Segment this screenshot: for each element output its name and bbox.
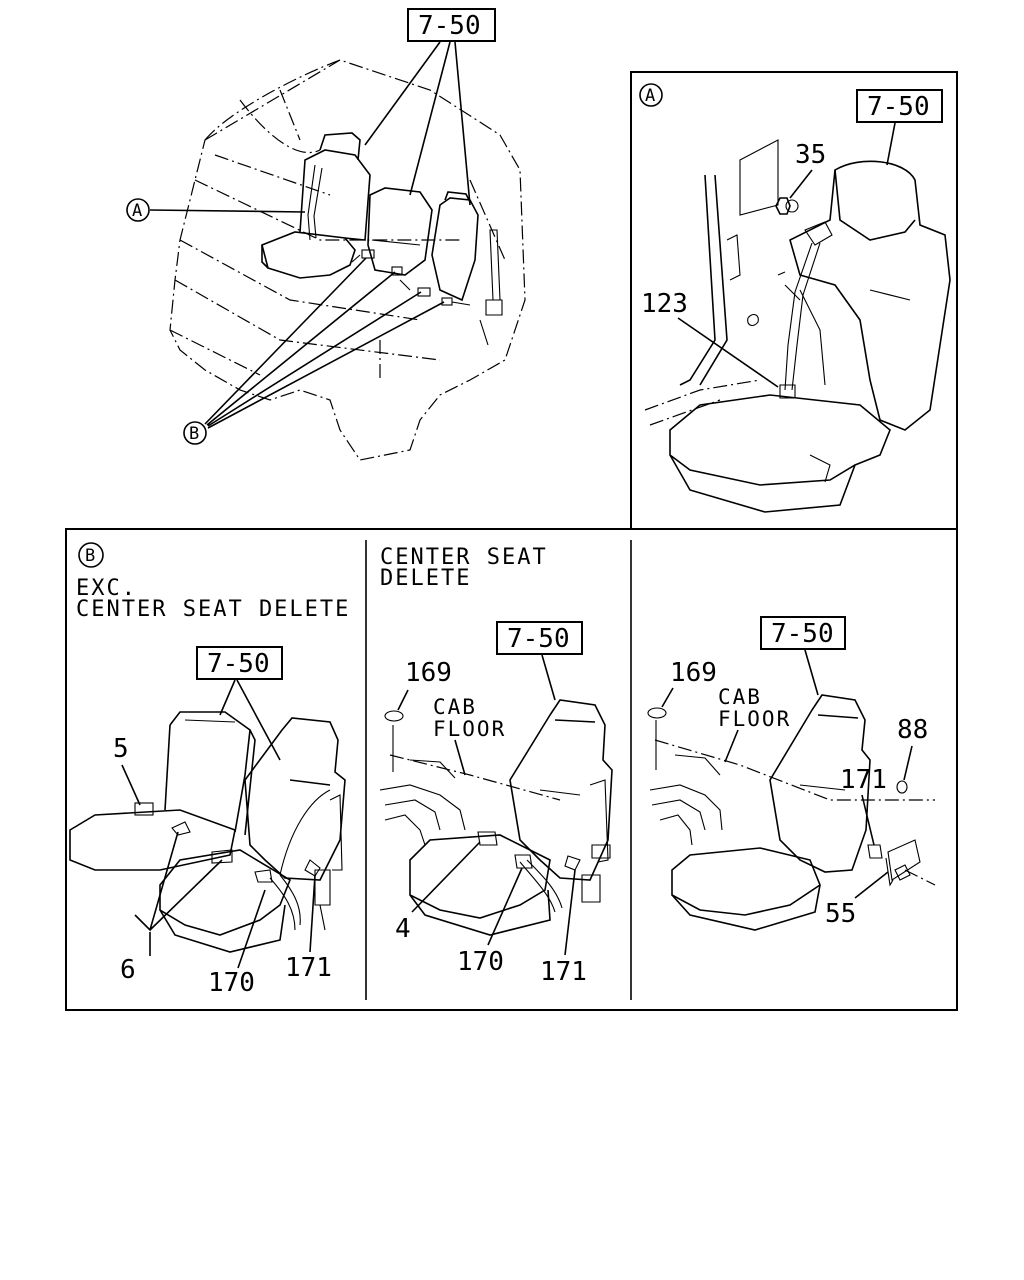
panel-b2-part-169: 169 xyxy=(405,658,452,688)
panel-b2-floor-line2: FLOOR xyxy=(433,717,506,741)
panel-b3-part-171-leader xyxy=(861,794,875,846)
overview-ref-box xyxy=(407,8,496,42)
panel-b3-floor-line2: FLOOR xyxy=(718,707,791,731)
panel-b2-part-169-leader xyxy=(397,689,409,711)
panel-b3-part-88-leader xyxy=(903,745,913,781)
overview-callout-a-letter: A xyxy=(132,201,142,221)
panel-b2-ref-leader xyxy=(541,654,556,701)
panel-b3-floor-line1: CAB xyxy=(718,685,762,709)
panel-b2-heading-line1: CENTER SEAT xyxy=(380,545,548,570)
panel-b2-part-170-leader xyxy=(487,867,523,946)
panel-a-ref-box xyxy=(856,89,943,123)
panel-b2-heading-line2: DELETE xyxy=(380,566,471,591)
panel-b1-seat-drawing xyxy=(69,711,346,953)
panel-b3-part-169-leader xyxy=(661,687,674,708)
panel-b2-part-4: 4 xyxy=(395,914,411,944)
overview-cab-drawing xyxy=(169,59,526,461)
overview-callout-b-letter: B xyxy=(189,424,199,444)
overview-callout-b-leaders xyxy=(204,257,445,429)
panel-b2-part-171: 171 xyxy=(540,957,587,987)
panel-a-label: A xyxy=(645,86,655,106)
panel-b1-part-5-leader xyxy=(121,764,141,806)
panel-a-label-circle xyxy=(639,83,663,107)
panel-b2-floor-line1: CAB xyxy=(433,695,477,719)
panel-a-part-35: 35 xyxy=(795,140,826,170)
panel-b1-ref-leaders xyxy=(219,679,281,761)
panel-a-part-35-leader xyxy=(789,169,813,199)
panel-b2-plug-169 xyxy=(384,710,404,722)
panel-b1-ref-label: 7-50 xyxy=(207,649,270,679)
panel-b1-part-171: 171 xyxy=(285,953,332,983)
panel-b1-ref-box xyxy=(196,646,283,680)
overview-callout-b-circle xyxy=(183,421,207,445)
panel-b2-ref-box xyxy=(496,621,583,655)
panel-b3-ref-box xyxy=(760,616,846,650)
panel-b2-floor-leader xyxy=(454,739,466,776)
panel-b2-part-170: 170 xyxy=(457,947,504,977)
panel-b2-part-4-leader xyxy=(411,841,481,913)
panel-b2-part-171-leader xyxy=(564,869,576,956)
overview-callout-a-leader xyxy=(149,209,306,213)
panel-b1-heading-line1: EXC. xyxy=(76,576,137,601)
panel-b2-seat-drawing xyxy=(379,699,613,936)
panel-a-ref-leader xyxy=(886,122,896,166)
panel-b1-heading-line2: CENTER SEAT DELETE xyxy=(76,597,350,622)
panel-b-label-circle xyxy=(78,542,104,568)
panel-b3-plug-169 xyxy=(647,707,667,719)
panel-b3-part-88: 88 xyxy=(897,715,928,745)
panel-b3-ref-leader xyxy=(804,649,819,696)
overview-ref-leaders xyxy=(364,41,471,206)
panel-b2-ref-label: 7-50 xyxy=(507,624,570,654)
panel-b3-part-55-leader xyxy=(854,871,889,899)
panel-b1-part-170: 170 xyxy=(208,968,255,998)
panel-a-seat-drawing xyxy=(644,139,951,513)
panel-b3-ref-label: 7-50 xyxy=(771,619,834,649)
panel-a-ref-label: 7-50 xyxy=(867,92,930,122)
panel-b1-part-171-leader xyxy=(309,874,316,953)
panel-b-frame xyxy=(65,528,958,1011)
panel-b3-seat-drawing xyxy=(649,694,936,931)
overview-callout-a-circle xyxy=(126,198,150,222)
panel-b-label: B xyxy=(85,546,95,566)
panel-b3-part-169: 169 xyxy=(670,658,717,688)
panel-b1-part-170-leader xyxy=(237,889,266,969)
panel-b1-part-6: 6 xyxy=(120,955,136,985)
panel-b3-floor-leader xyxy=(724,729,739,763)
panel-b3-part-171: 171 xyxy=(840,765,887,795)
panel-a-part-123-leader xyxy=(677,317,779,388)
panel-b3-part-55: 55 xyxy=(825,899,856,929)
panel-a-part-123: 123 xyxy=(641,289,688,319)
panel-b1-part-6-leader xyxy=(134,831,223,932)
overview-ref-label: 7-50 xyxy=(418,11,481,41)
panel-b1-part-5: 5 xyxy=(113,734,129,764)
